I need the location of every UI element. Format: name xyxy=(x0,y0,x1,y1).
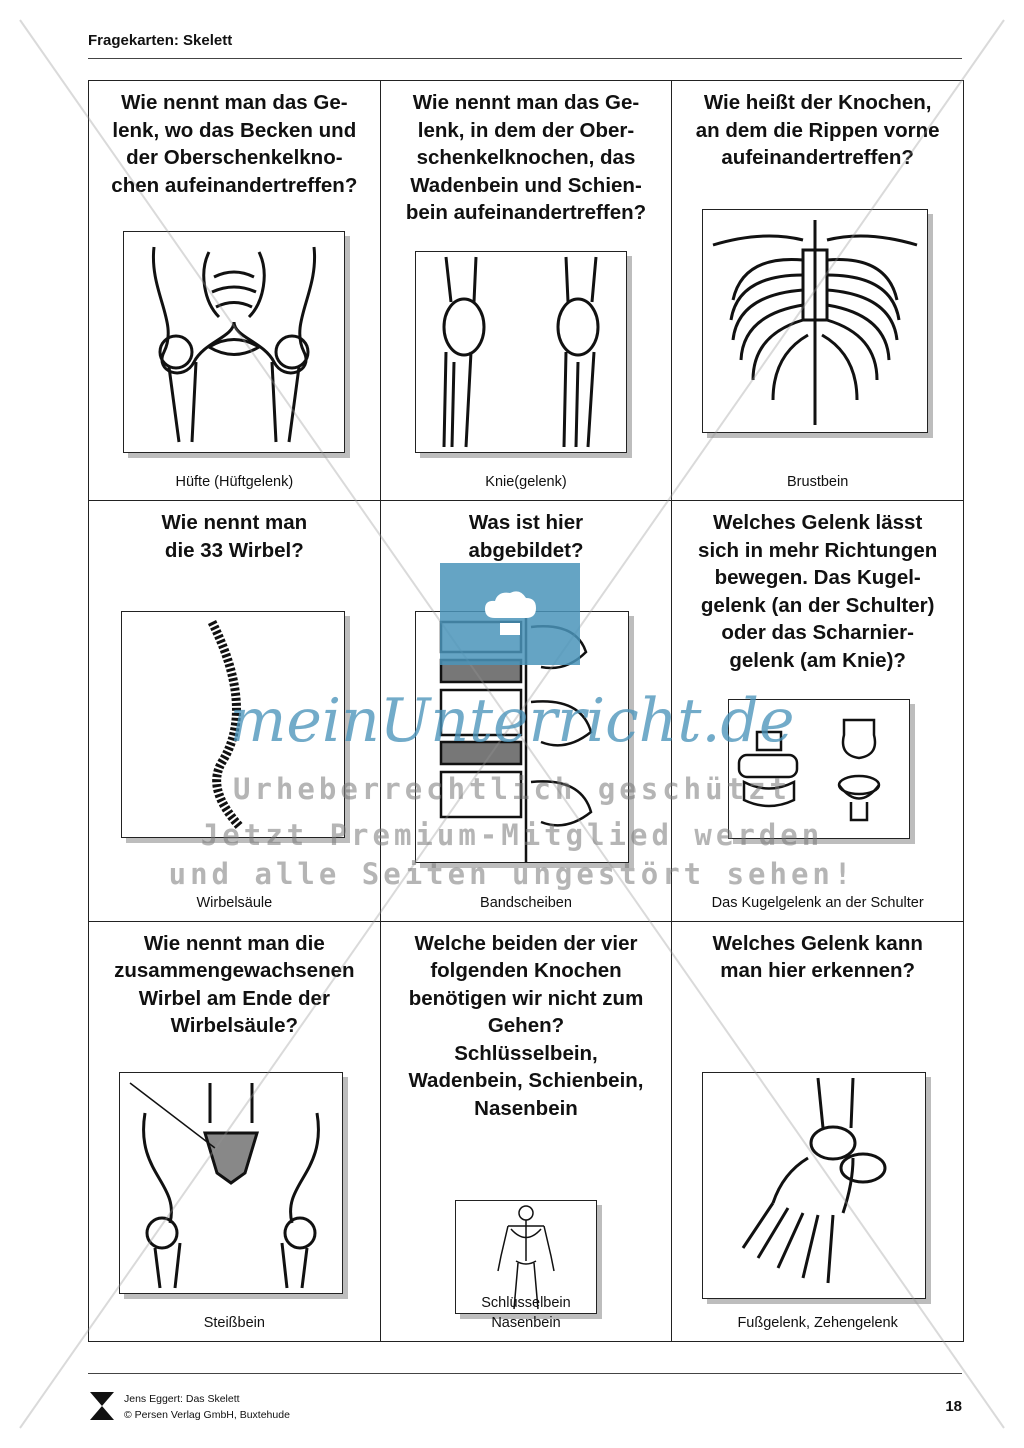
publisher-logo xyxy=(88,1390,116,1428)
card-question: Was ist hier abgebildet? xyxy=(468,511,584,562)
card-question: Welches Gelenk kann man hier erkennen? xyxy=(712,931,923,983)
question-card-sternum: Wie heißt der Knochen, an dem die Rippen… xyxy=(672,81,964,502)
card-question: Wie nennt man die zusammengewachsenen Wi… xyxy=(114,931,355,1038)
card-answer: Steißbein xyxy=(203,1315,265,1331)
card-answer: Das Kugelgelenk an der Schulter xyxy=(711,894,924,911)
question-card-discs: Was ist hier abgebildet? Bandscheiben xyxy=(380,501,673,922)
joint-types-illustration xyxy=(728,699,911,840)
card-question: Wie heißt der Knochen, an dem die Rippen… xyxy=(695,91,940,169)
card-question: Welche beiden der vier folgenden Knochen… xyxy=(408,931,644,1120)
footer-author: Jens Eggert: Das Skelett xyxy=(124,1393,240,1405)
full-skeleton-illustration xyxy=(454,1199,597,1314)
foot-illustration xyxy=(702,1071,927,1299)
ribcage-illustration xyxy=(702,209,929,433)
question-card-grid: Wie nennt man das Ge- lenk, wo das Becke… xyxy=(88,80,964,1342)
page-header-title: Fragekarten: Skelett xyxy=(88,32,233,49)
card-answer: Schlüsselbein Nasenbein xyxy=(481,1295,571,1331)
card-answer: Fußgelenk, Zehengelenk xyxy=(737,1315,898,1331)
card-answer: Wirbelsäule xyxy=(196,894,273,911)
question-card-foot: Welches Gelenk kann man hier erkennen? F… xyxy=(672,921,964,1342)
card-answer: Bandscheiben xyxy=(480,894,572,911)
spine-illustration xyxy=(121,611,345,839)
question-card-spine: Wie nennt man die 33 Wirbel? Wirbelsäule xyxy=(89,501,381,922)
card-answer: Knie(gelenk) xyxy=(485,474,567,491)
question-card-hip: Wie nennt man das Ge- lenk, wo das Becke… xyxy=(89,81,381,502)
question-card-bones: Welche beiden der vier folgenden Knochen… xyxy=(380,921,673,1342)
page-number: 18 xyxy=(945,1398,962,1415)
card-question: Welches Gelenk lässt sich in mehr Richtu… xyxy=(698,511,938,672)
card-question: Wie nennt man das Ge- lenk, wo das Becke… xyxy=(111,91,358,197)
card-question: Wie nennt man die 33 Wirbel? xyxy=(161,511,308,562)
vertebrae-discs-illustration xyxy=(414,611,629,864)
knee-illustration xyxy=(414,251,627,453)
card-question: Wie nennt man das Ge- lenk, in dem der O… xyxy=(405,91,647,224)
question-card-joints: Welches Gelenk lässt sich in mehr Richtu… xyxy=(672,501,964,922)
card-answer: Brustbein xyxy=(787,474,849,491)
header-divider xyxy=(88,58,962,59)
footer-divider xyxy=(88,1373,962,1374)
card-answer: Hüfte (Hüftgelenk) xyxy=(175,474,294,491)
footer-copyright: © Persen Verlag GmbH, Buxtehude xyxy=(124,1409,290,1421)
pelvis-hip-illustration xyxy=(123,231,345,453)
question-card-knee: Wie nennt man das Ge- lenk, in dem der O… xyxy=(380,81,673,502)
question-card-coccyx: Wie nennt man die zusammengewachsenen Wi… xyxy=(89,921,381,1342)
coccyx-illustration xyxy=(119,1071,343,1294)
